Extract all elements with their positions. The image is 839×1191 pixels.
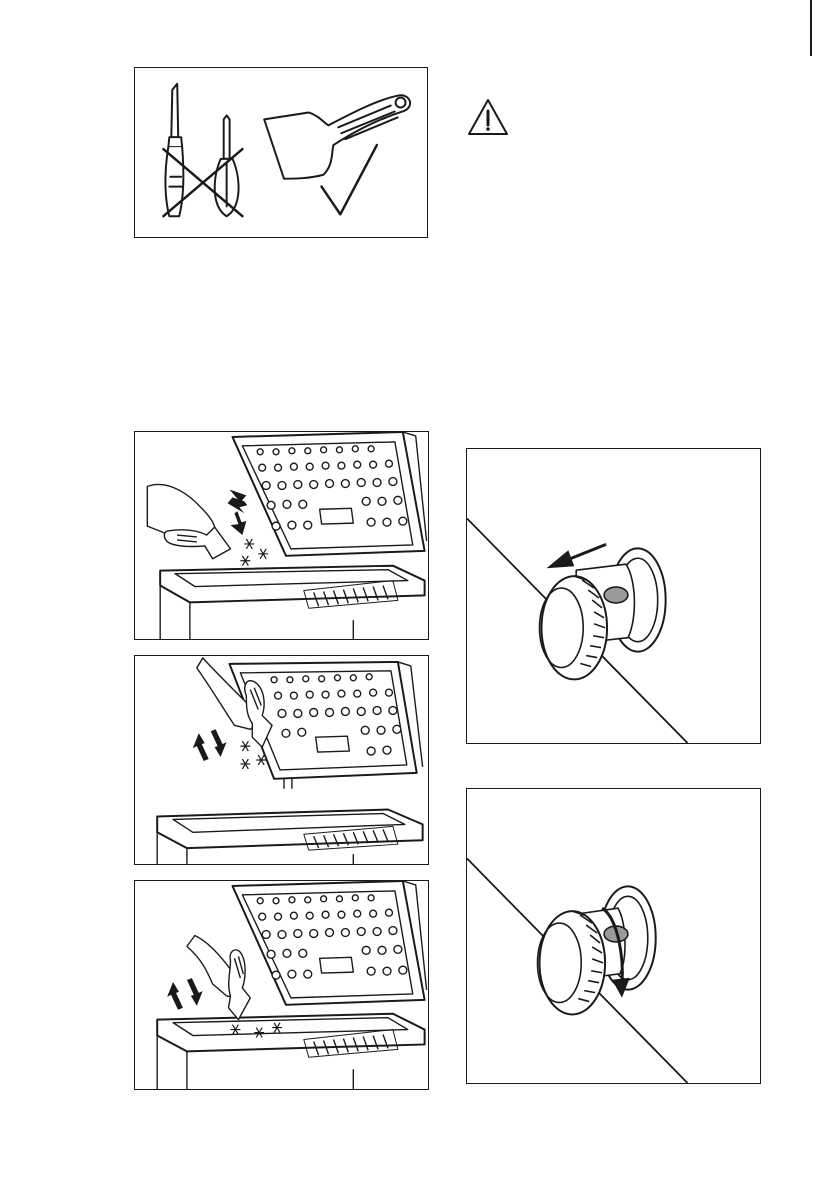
knife-icon [165,84,183,216]
plastic-scraper-icon [264,95,410,178]
page-margin-line [810,0,812,56]
drain-knob-icon [538,886,656,1014]
screwdriver-icon [215,115,239,216]
freezer-body [160,566,424,639]
freezer-body [157,779,422,864]
freezer-body [157,1014,424,1089]
frost-icon [240,539,268,566]
arrows-back-forth-icon [227,489,248,535]
defrost-lid-figure [134,655,429,865]
freezer-lid [232,432,426,556]
defrost-rim-figure [134,431,429,640]
arrow-left-icon [546,544,606,568]
warning-triangle-icon [466,97,510,137]
drain-rotate-plug-figure [466,788,761,1084]
scraper-icon [164,527,230,559]
scraper-icon [229,950,251,1020]
defrost-floor-figure [134,880,429,1090]
arrows-up-down-icon [193,729,227,761]
arrows-up-down-icon [167,978,203,1010]
freezer-lid [232,881,426,1005]
drain-knob-icon [540,548,666,679]
drain-pull-plug-figure [466,448,761,744]
tools-figure [134,67,428,238]
